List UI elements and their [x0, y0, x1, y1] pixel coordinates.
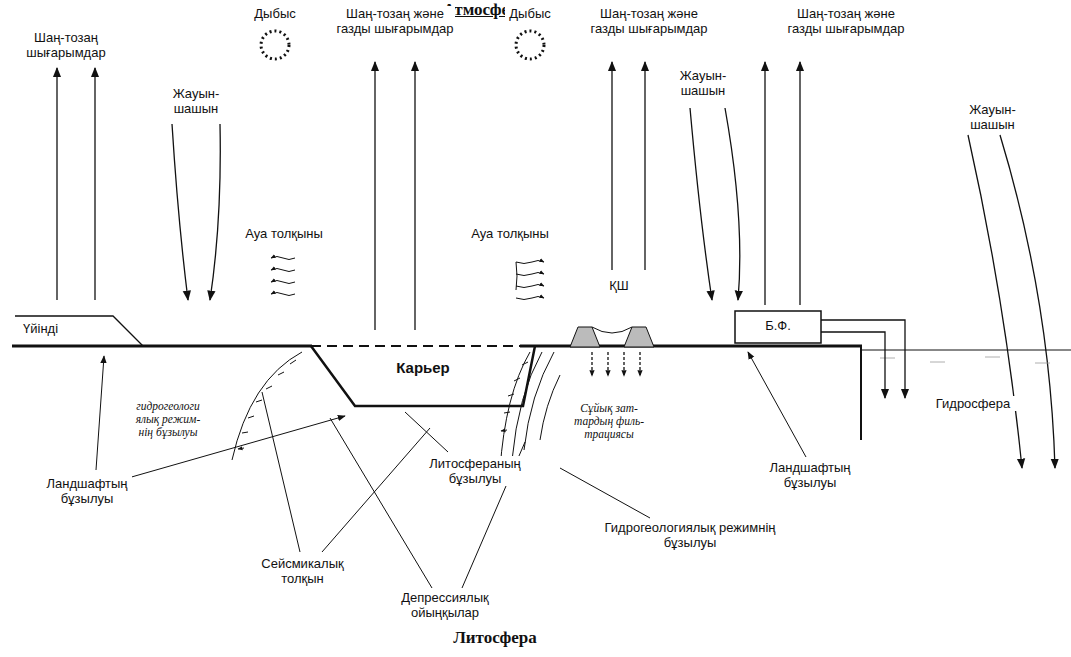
- precipitation-arrow: [1000, 135, 1055, 468]
- air-wave: [271, 257, 544, 300]
- ground-line: [12, 345, 312, 348]
- precipitation-arrow: [210, 124, 220, 300]
- tailings-storage: ҚШ: [562, 278, 676, 347]
- emission-arrow: [414, 62, 415, 330]
- impact-label: Жауын-шашын: [955, 102, 1030, 132]
- impact-label: Шаң-тозаң және газды шығарымдар: [588, 6, 710, 36]
- precipitation-arrow: [690, 108, 712, 300]
- leader-line: [96, 352, 806, 588]
- quarry-pit: Карьер: [311, 346, 535, 406]
- emission-arrow: [799, 62, 800, 305]
- filtration-arrow: [592, 352, 640, 376]
- dump-shape: Үйінді: [15, 312, 143, 346]
- impact-label: Депрессиялық ойыңқылар: [395, 590, 495, 620]
- emission-arrow: [764, 62, 765, 305]
- impact-label: Литосфераның бұзылуы: [425, 456, 525, 486]
- impact-label: Ауа толқыны: [236, 226, 332, 241]
- impact-label: Сейсмикалық толқын: [255, 556, 350, 586]
- slope-disturbance: [232, 352, 560, 470]
- impact-label: Ландшафтың бұзылуы: [768, 460, 852, 490]
- precipitation-arrow: [725, 108, 740, 300]
- impact-label: Шаң-тозаң шығарымдар: [20, 30, 112, 60]
- shore-line: [860, 346, 862, 440]
- emission-arrow: [644, 62, 645, 270]
- impact-label: гидрогеологи ялық режим- нің бұзылуы: [128, 400, 208, 439]
- impact-label: Ландшафтың бұзылуы: [42, 476, 132, 506]
- impact-label: Шаң-тозаң және газды шығарымдар: [785, 6, 907, 36]
- impact-label: Жауын-шашын: [668, 68, 738, 98]
- sound-symbol: [516, 31, 544, 59]
- water-surface: [861, 350, 1071, 351]
- node-text: Үйінді: [23, 321, 143, 336]
- impact-label: Дыбыс: [250, 6, 300, 21]
- impact-label: Ауа толқыны: [462, 226, 558, 241]
- emission-arrow: [374, 62, 375, 330]
- precipitation-arrow: [172, 124, 188, 300]
- factory-box: Б.Ф.: [735, 311, 821, 343]
- impact-label: Гидрогеологиялық режимнің бұзылуы: [600, 520, 780, 550]
- impact-label: Сұйық зат- тардың филь- трациясы: [572, 402, 646, 441]
- emission-arrow: [56, 68, 57, 300]
- quarry-pit-outline: [311, 346, 535, 406]
- sphere-name: Гидросфера: [928, 396, 1018, 411]
- sphere-name: Литосфера: [445, 628, 545, 648]
- emission-arrow: [611, 62, 612, 270]
- node-text: Б.Ф.: [735, 318, 821, 333]
- node-text: ҚШ: [562, 278, 676, 293]
- emission-arrow: [94, 68, 95, 300]
- impact-label: Жауын-шашын: [160, 86, 232, 116]
- node-text: Карьер: [311, 360, 535, 375]
- impact-label: Дыбыс: [505, 6, 555, 21]
- sound-symbol: [261, 31, 289, 59]
- impact-label: Шаң-тозаң және газды шығарымдар: [335, 6, 455, 36]
